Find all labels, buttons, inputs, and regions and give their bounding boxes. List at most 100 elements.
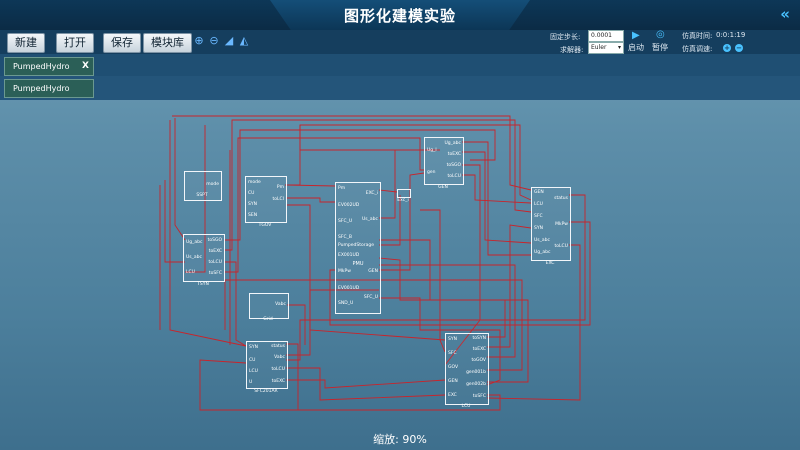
port-sfc-vabc: Vabc [274, 355, 285, 360]
wire-20[interactable] [444, 164, 481, 366]
block-grid-name: Grid [263, 317, 273, 322]
block-gen-name: GEN [438, 185, 448, 190]
port-lcu-sfc: SFC [448, 351, 457, 356]
terminal-exc-i-name: Exc_i [397, 198, 409, 203]
wire-33[interactable] [286, 367, 446, 401]
port-exc-lcu: LCU [534, 202, 543, 207]
play-icon[interactable]: ▶ [632, 30, 640, 41]
speed-up-icon[interactable]: + [723, 44, 731, 52]
zoom-out-icon[interactable]: ⊖ [209, 34, 219, 47]
port-exc-mkpw: MkPw [555, 222, 568, 227]
wire-28[interactable] [224, 279, 523, 371]
wire-18[interactable] [462, 141, 531, 256]
port-tgov-cu: CU [248, 191, 255, 196]
wire-39[interactable] [379, 195, 401, 246]
pause-icon[interactable]: ◎ [656, 29, 665, 40]
sim-speed-label: 仿真调速: [682, 45, 713, 53]
block-pmu[interactable]: Pm EV002UD SFC_U SFC_B PumpedStorage EX0… [335, 182, 381, 314]
wire-1[interactable] [172, 115, 532, 191]
wire-10[interactable] [224, 261, 247, 347]
new-button[interactable]: 新建 [7, 33, 45, 53]
wire-17[interactable] [379, 297, 501, 386]
block-sspt-name: SSPT [196, 193, 208, 198]
wire-21[interactable] [462, 174, 532, 204]
port-pmu-sfcu: SFC_U [338, 219, 353, 224]
wire-34[interactable] [286, 379, 446, 389]
wire-31[interactable] [286, 343, 299, 410]
wire-23[interactable] [329, 221, 591, 326]
block-exc[interactable]: GEN LCU SFC SYN Us_abc Ug_abc status MkP… [531, 187, 571, 261]
wire-2[interactable] [169, 120, 247, 347]
pause-button[interactable]: 暂停 [652, 43, 668, 52]
collapse-icon[interactable]: « [780, 5, 790, 23]
open-button[interactable]: 打开 [56, 33, 94, 53]
wire-9[interactable] [224, 119, 532, 251]
port-tgov-pm: Pm [276, 185, 284, 190]
port-exc-gen: GEN [534, 190, 544, 195]
wire-3[interactable] [164, 180, 185, 263]
wire-24[interactable] [486, 244, 581, 401]
block-grid[interactable]: Vabc [249, 293, 289, 319]
port-tsyn-toexc: toEXC [208, 249, 222, 254]
port-lcu-tosyn: toSYN [472, 336, 487, 341]
wire-group [159, 115, 591, 411]
port-pmu-exci: EXC_i [365, 191, 378, 196]
step-input[interactable]: 0.0001 [588, 30, 624, 42]
block-gen[interactable]: Ug_l gen Ug_abc toEXC toSGO toLCU [424, 137, 464, 185]
model-item-pumpedhydro[interactable]: PumpedHydro [4, 79, 94, 98]
wire-37[interactable] [299, 125, 440, 151]
block-tgov[interactable]: mode CU SYN SEN Pm toLCI [245, 176, 287, 223]
wire-14[interactable] [378, 189, 398, 193]
chevron-down-icon: ▾ [617, 44, 621, 51]
wire-27[interactable] [379, 264, 516, 358]
wire-38[interactable] [420, 209, 446, 353]
zoom-level: 缩放: 90% [373, 433, 427, 446]
rotate-icon[interactable]: ◢ [224, 34, 234, 47]
port-sfc-cu: CU [249, 358, 256, 363]
wire-0[interactable] [174, 118, 186, 241]
wire-35[interactable] [287, 304, 306, 345]
close-icon[interactable]: X [82, 61, 89, 71]
block-tsyn[interactable]: Ug_abc Us_abc LCU toSGO toEXC toLCU toSF… [183, 234, 225, 282]
wire-19[interactable] [462, 151, 532, 244]
wire-8[interactable] [224, 129, 496, 241]
port-tgov-sen: SEN [248, 213, 258, 218]
zoom-in-icon[interactable]: ⊕ [194, 34, 204, 47]
port-pmu-sndu: SND_U [338, 301, 354, 306]
wire-12[interactable] [286, 184, 336, 187]
wire-16[interactable] [379, 172, 425, 271]
speed-down-icon[interactable]: − [735, 44, 743, 52]
start-button[interactable]: 启动 [628, 43, 644, 52]
block-sspt[interactable]: mode [184, 171, 222, 201]
wire-26[interactable] [487, 224, 532, 348]
port-pmu-pm: Pm [338, 186, 346, 191]
save-button[interactable]: 保存 [103, 33, 141, 53]
solver-value: Euler [591, 44, 607, 51]
model-canvas[interactable] [0, 100, 800, 450]
port-lcu-gen: GEN [448, 379, 458, 384]
wire-11[interactable] [224, 137, 424, 273]
wire-13[interactable] [287, 197, 335, 203]
wire-32[interactable] [286, 289, 379, 356]
port-lcu-exc: EXC [448, 393, 457, 398]
block-sfc201ar[interactable]: SYN CU LCU U status Vabc toLCU toEXC [246, 341, 288, 389]
port-exc-sfc: SFC [534, 214, 543, 219]
tab-label: PumpedHydro [13, 62, 70, 71]
flip-icon[interactable]: ◭ [239, 34, 249, 47]
block-lcu[interactable]: SYN SFC GOV GEN EXC toSYN toEXC toGOV ge… [445, 333, 489, 405]
port-lcu-syn: SYN [448, 337, 457, 342]
wire-5[interactable] [185, 125, 206, 273]
solver-select[interactable]: Euler ▾ [588, 42, 624, 54]
port-gen-toexc: toEXC [447, 152, 461, 157]
wire-7[interactable] [287, 204, 446, 341]
wire-15[interactable] [379, 149, 424, 219]
wire-30[interactable] [199, 359, 501, 411]
title-plate [270, 0, 530, 30]
port-sspt-mode: mode [206, 182, 219, 187]
block-exc-name: EXC [545, 261, 555, 266]
module-library-button[interactable]: 模块库 [143, 33, 192, 53]
terminal-exc-i[interactable] [397, 189, 411, 198]
wire-29[interactable] [378, 257, 529, 383]
tab-pumpedhydro-active[interactable]: PumpedHydro X [4, 57, 94, 76]
wire-25[interactable] [379, 239, 506, 338]
